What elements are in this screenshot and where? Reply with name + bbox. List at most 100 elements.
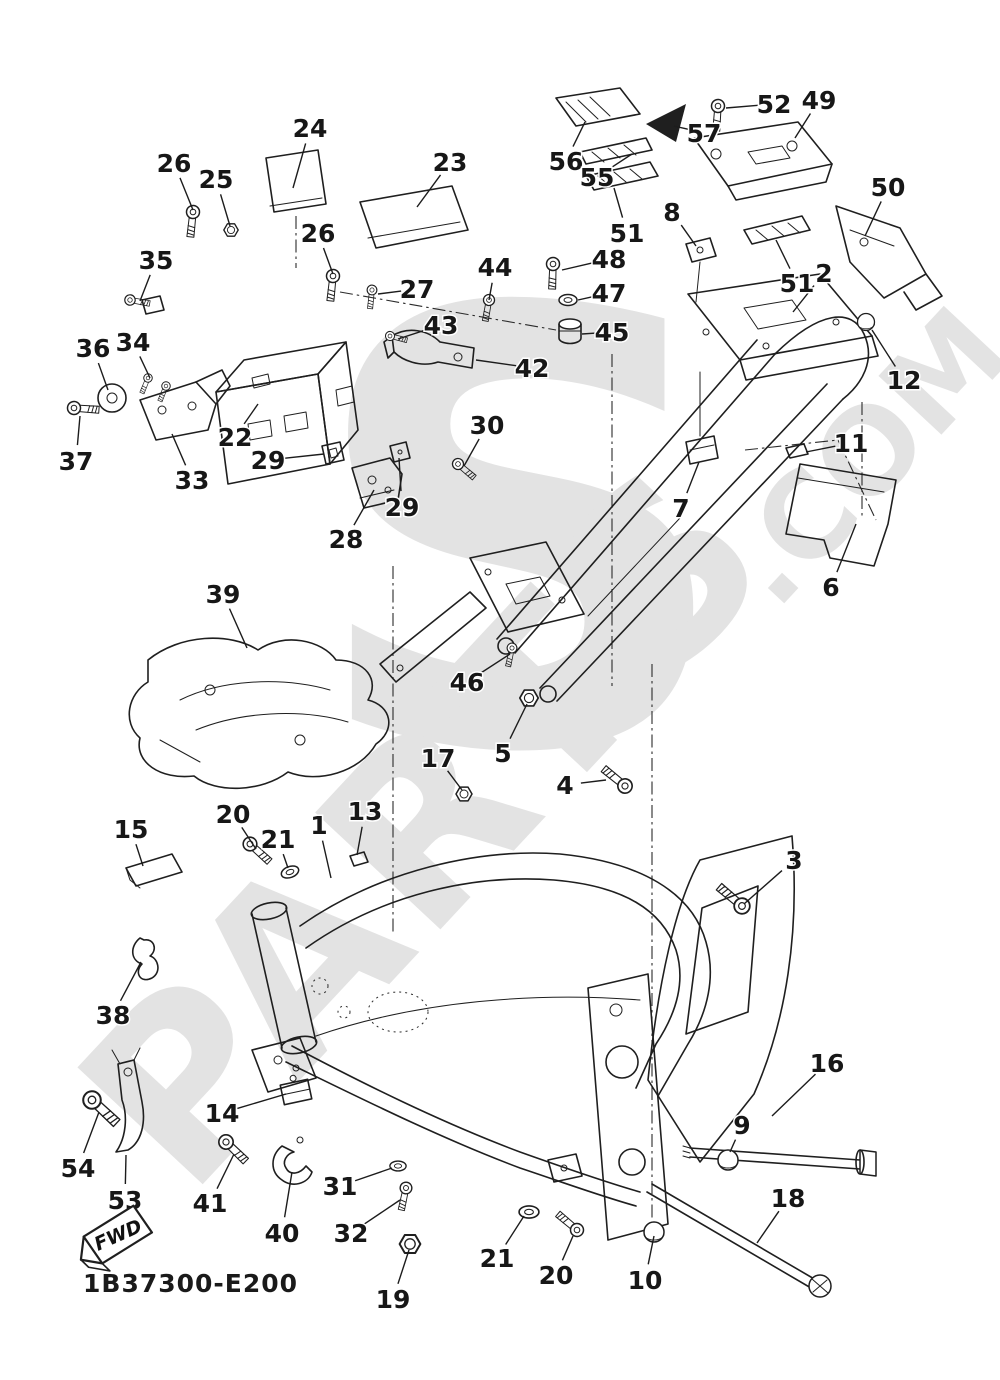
leader-line-40 xyxy=(283,1171,293,1218)
leader-line-12 xyxy=(871,329,896,367)
leader-line-41 xyxy=(216,1153,235,1189)
leader-line-43 xyxy=(397,329,427,340)
part-23-plate xyxy=(359,185,469,249)
part-38-hook xyxy=(131,937,159,981)
leader-line-54 xyxy=(82,1111,100,1154)
leader-line-45 xyxy=(581,332,597,335)
leader-line-3 xyxy=(743,870,783,905)
part-8-sensor xyxy=(685,237,717,303)
callout-number-45: 45 xyxy=(595,318,630,347)
callout-number-2: 2 xyxy=(815,259,832,288)
part-5-nut xyxy=(518,689,540,707)
callout-number-50: 50 xyxy=(871,173,906,202)
leader-line-51 xyxy=(613,187,624,218)
leader-line-2 xyxy=(792,285,815,313)
part-33-bracket xyxy=(139,369,231,441)
leader-line-28 xyxy=(353,489,375,526)
callout-number-57: 57 xyxy=(687,119,722,148)
leader-line-35 xyxy=(139,274,151,302)
part-26-bolt-upper xyxy=(183,204,201,239)
callout-number-13: 13 xyxy=(348,797,383,826)
leader-line-17 xyxy=(447,770,463,791)
callout-number-7: 7 xyxy=(672,494,689,523)
part-51-strip-left xyxy=(585,161,659,191)
callout-number-29: 29 xyxy=(385,493,420,522)
leader-line-22 xyxy=(243,403,259,425)
leader-line-20 xyxy=(561,1235,574,1261)
part-2-rear-subframe xyxy=(379,273,879,703)
leader-line-46 xyxy=(480,653,511,674)
leader-line-30 xyxy=(463,438,480,467)
part-49-carrier-plate xyxy=(693,121,833,201)
diagram-line-art xyxy=(66,87,943,1298)
callout-number-6: 6 xyxy=(822,573,839,602)
part-50-bracket xyxy=(835,205,943,311)
part-56-plate xyxy=(555,87,641,127)
leader-line-20 xyxy=(241,826,257,850)
callout-number-30: 30 xyxy=(470,411,505,440)
part-36-mount xyxy=(97,383,127,413)
part-57-arrow-mark xyxy=(646,104,686,142)
part-13-clip xyxy=(349,851,369,867)
part-6-plate xyxy=(785,463,897,567)
leader-line-24 xyxy=(292,143,307,189)
leader-line-29 xyxy=(283,453,325,459)
part-20-bolt-lower xyxy=(552,1208,587,1240)
callout-number-55: 55 xyxy=(580,163,615,192)
leader-line-11 xyxy=(805,445,836,453)
part-45-bushing xyxy=(558,318,582,345)
leader-line-7 xyxy=(686,461,700,494)
callout-number-37: 37 xyxy=(59,447,94,476)
leader-line-23 xyxy=(416,174,442,208)
leader-line-53 xyxy=(124,1154,127,1185)
callout-number-46: 46 xyxy=(450,668,485,697)
callout-number-11: 11 xyxy=(834,429,869,458)
part-18-engine-bolt xyxy=(646,1183,832,1298)
callout-number-34: 34 xyxy=(116,328,151,357)
callout-number-14: 14 xyxy=(205,1099,240,1128)
callout-number-39: 39 xyxy=(206,580,241,609)
leader-line-31 xyxy=(354,1167,393,1182)
part-39-heat-shield xyxy=(128,637,390,790)
part-34-pins xyxy=(137,372,172,404)
part-9-plug xyxy=(717,1149,739,1171)
leader-line-8 xyxy=(680,224,697,247)
callout-number-26: 26 xyxy=(301,219,336,248)
leader-line-49 xyxy=(794,113,812,139)
callout-number-28: 28 xyxy=(329,525,364,554)
construction-lines xyxy=(295,216,877,1236)
part-3-bolt xyxy=(713,879,754,918)
leader-line-19 xyxy=(397,1249,410,1285)
callout-number-12: 12 xyxy=(887,366,922,395)
part-47-washer xyxy=(558,293,578,307)
leader-line-47 xyxy=(577,295,594,301)
callout-number-43: 43 xyxy=(424,311,459,340)
leader-line-9 xyxy=(729,1139,737,1153)
part-16-pivot-shaft xyxy=(682,1145,877,1177)
leader-line-26 xyxy=(179,177,194,211)
leader-line-38 xyxy=(119,961,142,1002)
callout-number-24: 24 xyxy=(293,114,328,143)
callout-number-42: 42 xyxy=(515,354,550,383)
callout-number-47: 47 xyxy=(592,279,627,308)
part-40-clamp xyxy=(272,1136,313,1185)
leader-line-33 xyxy=(171,433,187,466)
callout-number-51: 51 xyxy=(780,269,815,298)
leader-line-39 xyxy=(228,608,248,649)
part-55-strip xyxy=(579,137,653,165)
callout-number-3: 3 xyxy=(785,846,802,875)
part-21-washer-lower xyxy=(518,1205,540,1219)
leader-line-29 xyxy=(398,457,402,492)
part-1-main-frame xyxy=(250,835,796,1241)
callout-number-31: 31 xyxy=(323,1172,358,1201)
leader-line-51 xyxy=(775,239,791,269)
callout-number-23: 23 xyxy=(433,148,468,177)
part-12-plug xyxy=(856,312,876,332)
leader-line-15 xyxy=(135,844,144,867)
leader-line-56 xyxy=(572,121,586,147)
part-32-bolt xyxy=(394,1180,414,1212)
leader-line-21 xyxy=(505,1215,525,1245)
leader-line-14 xyxy=(237,1093,287,1110)
part-31-washer xyxy=(389,1160,407,1172)
